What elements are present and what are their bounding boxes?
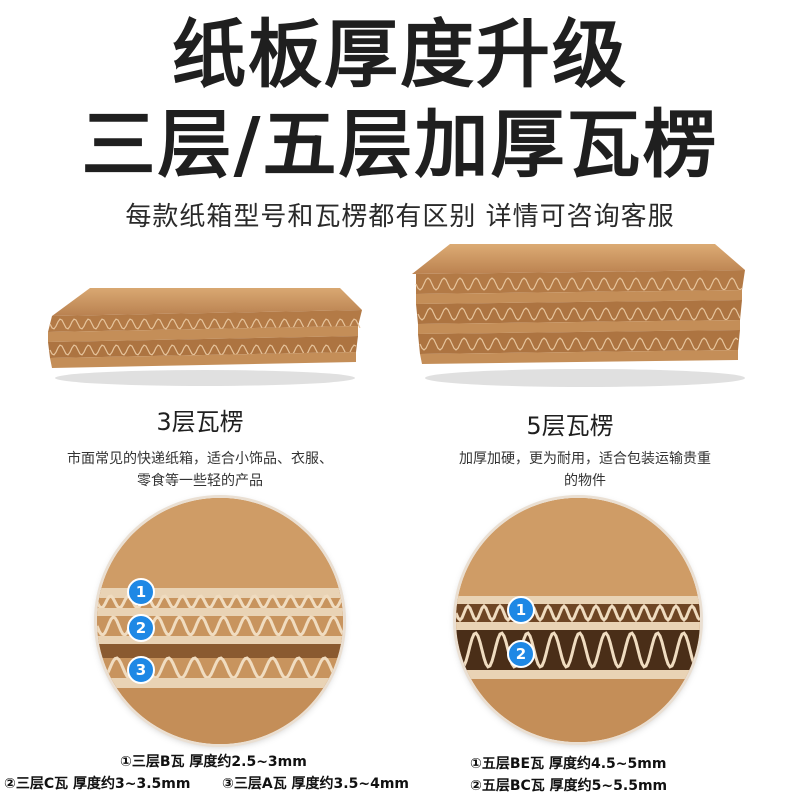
headline-line-1: 纸板厚度升级 bbox=[172, 12, 628, 98]
three-ply-description: 市面常见的快递纸箱，适合小饰品、衣服、 零食等一些轻的产品 bbox=[20, 448, 380, 492]
three-ply-badge-1: 1 bbox=[127, 578, 155, 606]
five-ply-note-be-flute: ①五层BE瓦 厚度约4.5~5mm bbox=[470, 756, 667, 772]
five-ply-description-line-2: 的物件 bbox=[564, 473, 606, 489]
five-ply-title: 5层瓦楞 bbox=[526, 412, 614, 440]
three-ply-note-a-flute: ③三层A瓦 厚度约3.5~4mm bbox=[222, 776, 410, 792]
three-ply-closeup bbox=[97, 498, 343, 744]
five-ply-cross-section bbox=[456, 498, 700, 742]
five-ply-badge-2: 2 bbox=[507, 640, 535, 668]
three-ply-description-line-1: 市面常见的快递纸箱，适合小饰品、衣服、 bbox=[67, 451, 333, 467]
three-ply-badge-2: 2 bbox=[127, 614, 155, 642]
subtitle: 每款纸箱型号和瓦楞都有区别 详情可咨询客服 bbox=[125, 202, 675, 232]
three-ply-title: 3层瓦楞 bbox=[156, 408, 244, 436]
three-ply-cross-section bbox=[97, 498, 343, 744]
headline-line-2: 三层/五层加厚瓦楞 bbox=[81, 102, 719, 188]
five-ply-description: 加厚加硬，更为耐用，适合包装运输贵重 的物件 bbox=[405, 448, 765, 492]
five-ply-description-line-1: 加厚加硬，更为耐用，适合包装运输贵重 bbox=[459, 451, 711, 467]
three-ply-note-b-flute: ①三层B瓦 厚度约2.5~3mm bbox=[120, 754, 307, 770]
three-ply-badge-3: 3 bbox=[127, 656, 155, 684]
five-ply-closeup bbox=[456, 498, 700, 742]
three-ply-board-illustration bbox=[48, 288, 362, 386]
five-ply-board-illustration bbox=[412, 244, 745, 387]
five-ply-note-bc-flute: ②五层BC瓦 厚度约5~5.5mm bbox=[470, 778, 668, 794]
three-ply-note-c-flute: ②三层C瓦 厚度约3~3.5mm bbox=[4, 776, 191, 792]
five-ply-badge-1: 1 bbox=[507, 596, 535, 624]
three-ply-description-line-2: 零食等一些轻的产品 bbox=[137, 473, 263, 489]
